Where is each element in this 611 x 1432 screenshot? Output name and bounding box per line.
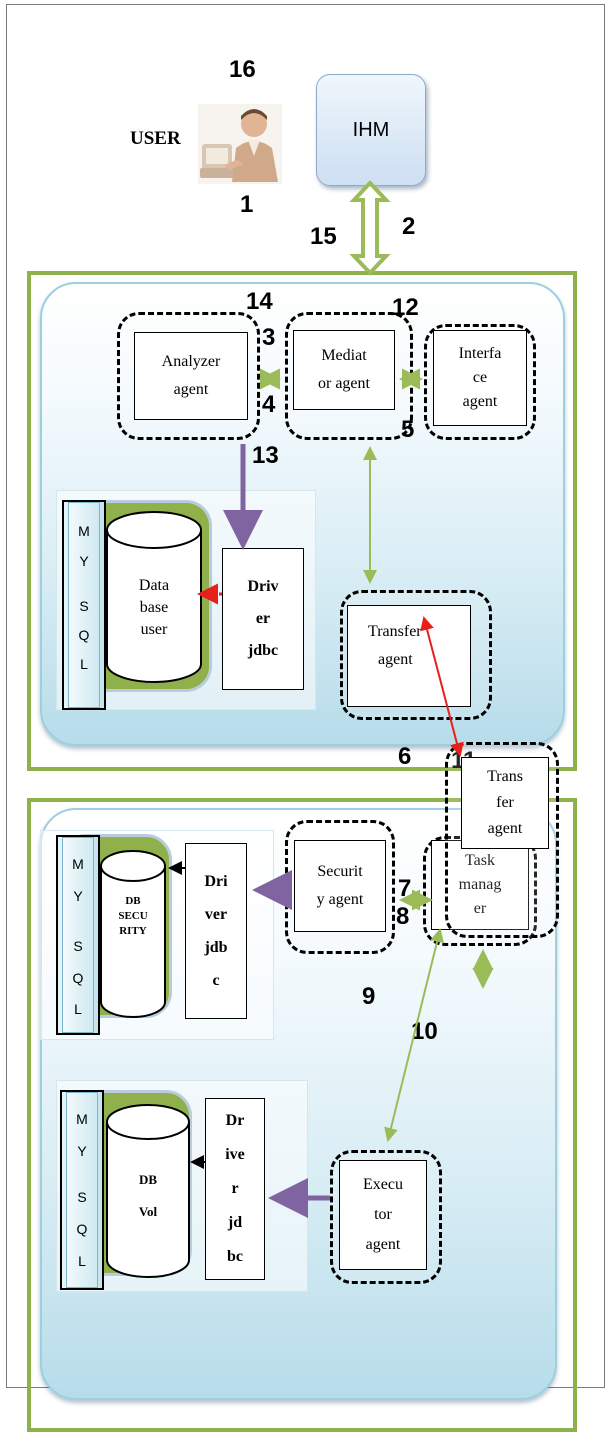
task-executor-arrow [388,930,440,1140]
transfer-link-arrow [424,618,460,755]
connector-layer [0,0,611,1393]
ihm-system-arrow [354,183,386,273]
